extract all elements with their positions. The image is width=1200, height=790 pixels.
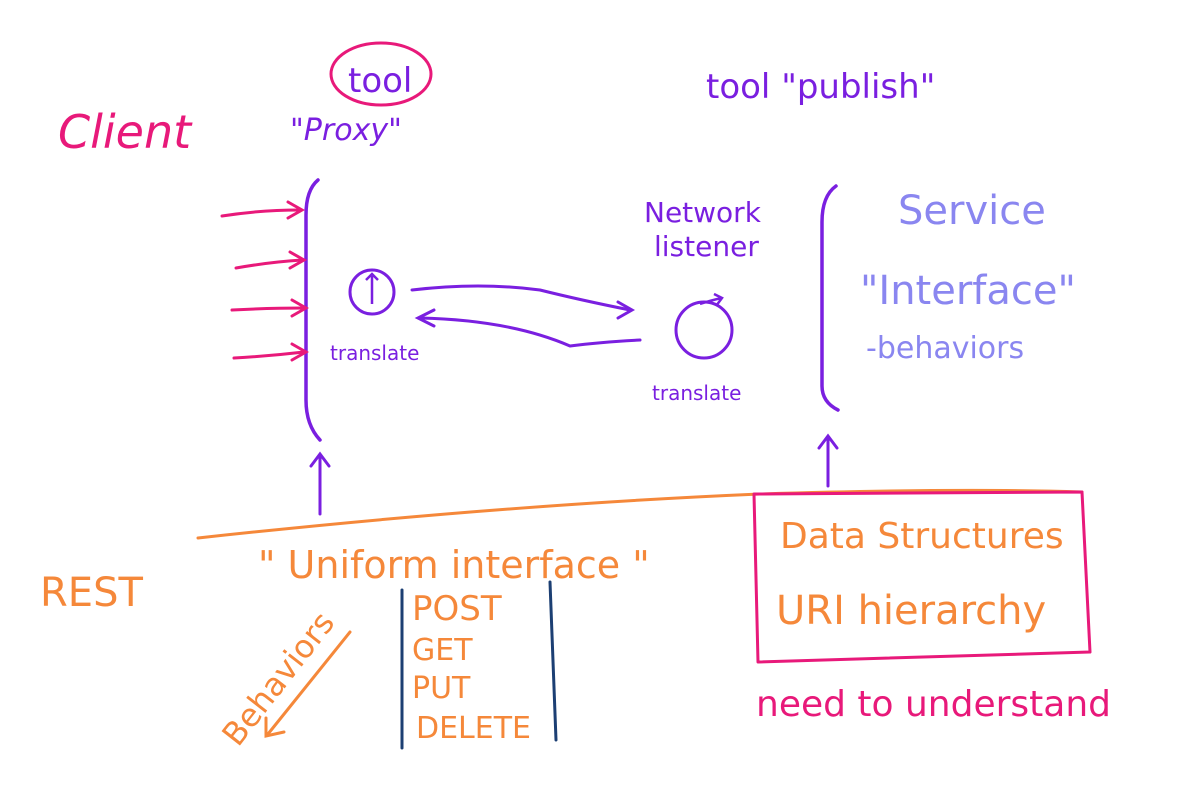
proxy-label: "Proxy" xyxy=(290,113,402,148)
exchange-arrows xyxy=(410,284,642,348)
method-get: GET xyxy=(412,633,473,668)
service-label: Service xyxy=(898,188,1046,234)
client-label: Client xyxy=(58,105,193,159)
behaviors-service-label: -behaviors xyxy=(866,331,1024,366)
need-to-understand-label: need to understand xyxy=(756,684,1111,725)
incoming-arrows xyxy=(220,200,310,362)
incoming-arrow-4 xyxy=(232,342,310,362)
interface-label: "Interface" xyxy=(860,268,1076,314)
response-arrow xyxy=(414,308,642,348)
uniform-interface-label: " Uniform interface " xyxy=(258,543,650,587)
translate-right-label: translate xyxy=(652,381,741,405)
uri-hierarchy-label: URI hierarchy xyxy=(776,588,1046,634)
up-arrow-right xyxy=(817,433,839,488)
listener-label: listener xyxy=(654,230,759,263)
translate-left-label: translate xyxy=(330,341,419,365)
tool-left-label: tool xyxy=(348,61,412,101)
rest-divider-line xyxy=(196,488,1084,540)
proxy-node-circle xyxy=(348,268,396,316)
method-post: POST xyxy=(412,589,502,629)
tool-circle xyxy=(329,41,433,107)
up-arrows xyxy=(309,433,839,516)
behaviors-arrow xyxy=(264,630,352,738)
methods-right-bracket xyxy=(548,580,558,742)
behaviors-label: Behaviors xyxy=(214,604,342,753)
incoming-arrow-2 xyxy=(234,250,308,270)
network-label: Network xyxy=(644,196,762,229)
method-put: PUT xyxy=(412,671,471,706)
service-knowledge-box xyxy=(752,490,1092,664)
incoming-arrow-3 xyxy=(230,298,310,318)
proxy-node-mark xyxy=(365,272,379,304)
methods-list: POST GET PUT DELETE xyxy=(412,589,531,746)
listener-node-circle xyxy=(674,300,734,360)
data-structures-label: Data Structures xyxy=(780,516,1064,557)
up-arrow-left xyxy=(309,451,331,516)
request-arrow xyxy=(410,284,636,320)
rest-label: REST xyxy=(40,570,143,616)
left-bracket xyxy=(304,178,322,442)
tool-publish-label: tool "publish" xyxy=(706,67,935,107)
listener-node-mark xyxy=(699,292,724,307)
method-delete: DELETE xyxy=(416,711,531,746)
right-bracket xyxy=(820,184,840,412)
incoming-arrow-1 xyxy=(220,200,306,220)
